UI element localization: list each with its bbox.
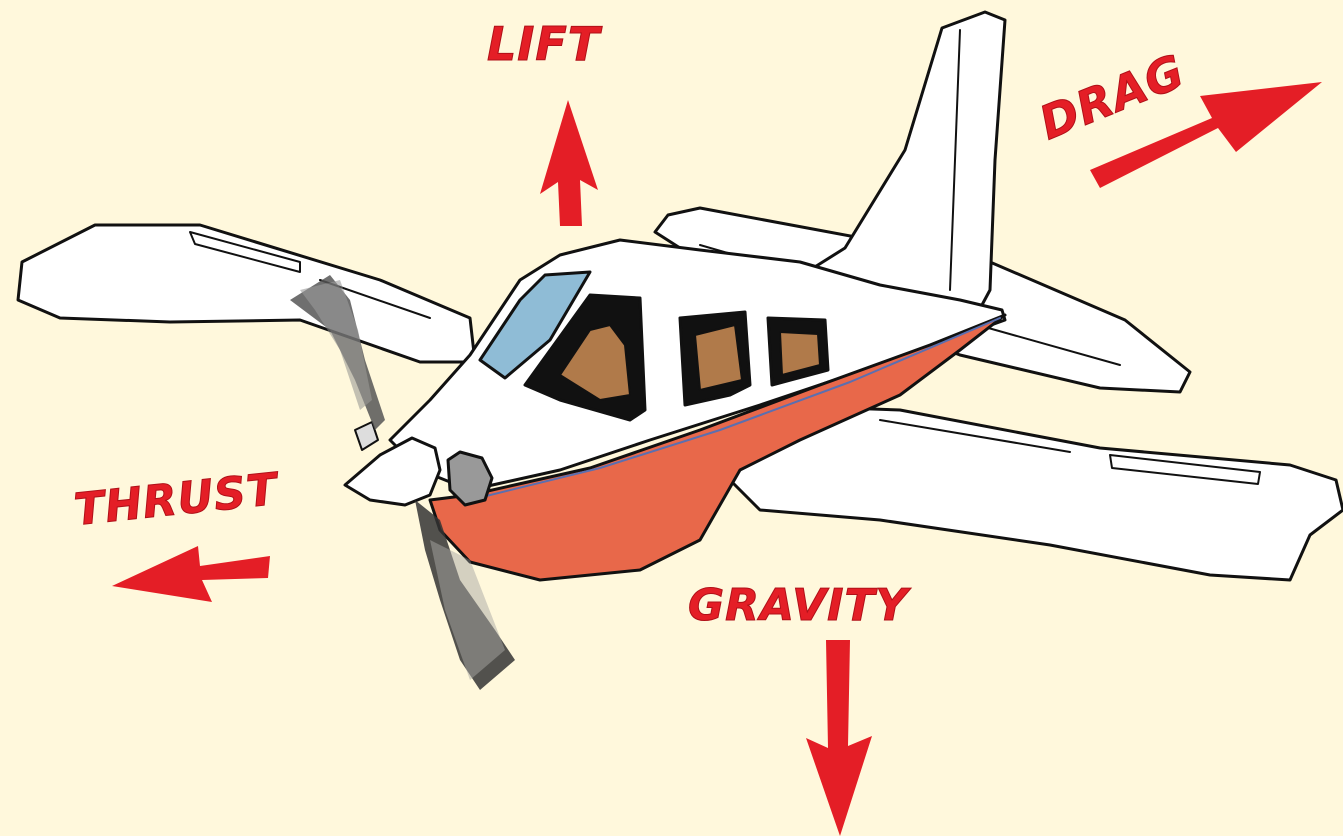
thrust-label: THRUST: [72, 464, 282, 536]
gravity-arrow-icon: [806, 640, 872, 836]
thrust-arrow-icon: [112, 546, 270, 602]
left-wing: [18, 225, 475, 362]
lift-arrow-icon: [540, 100, 598, 226]
gravity-label: GRAVITY: [688, 580, 912, 631]
lift-label: LIFT: [487, 17, 603, 71]
propeller-spinner: [345, 438, 440, 505]
drag-label: DRAG: [1032, 44, 1192, 151]
cabin-seats-1: [695, 325, 742, 390]
